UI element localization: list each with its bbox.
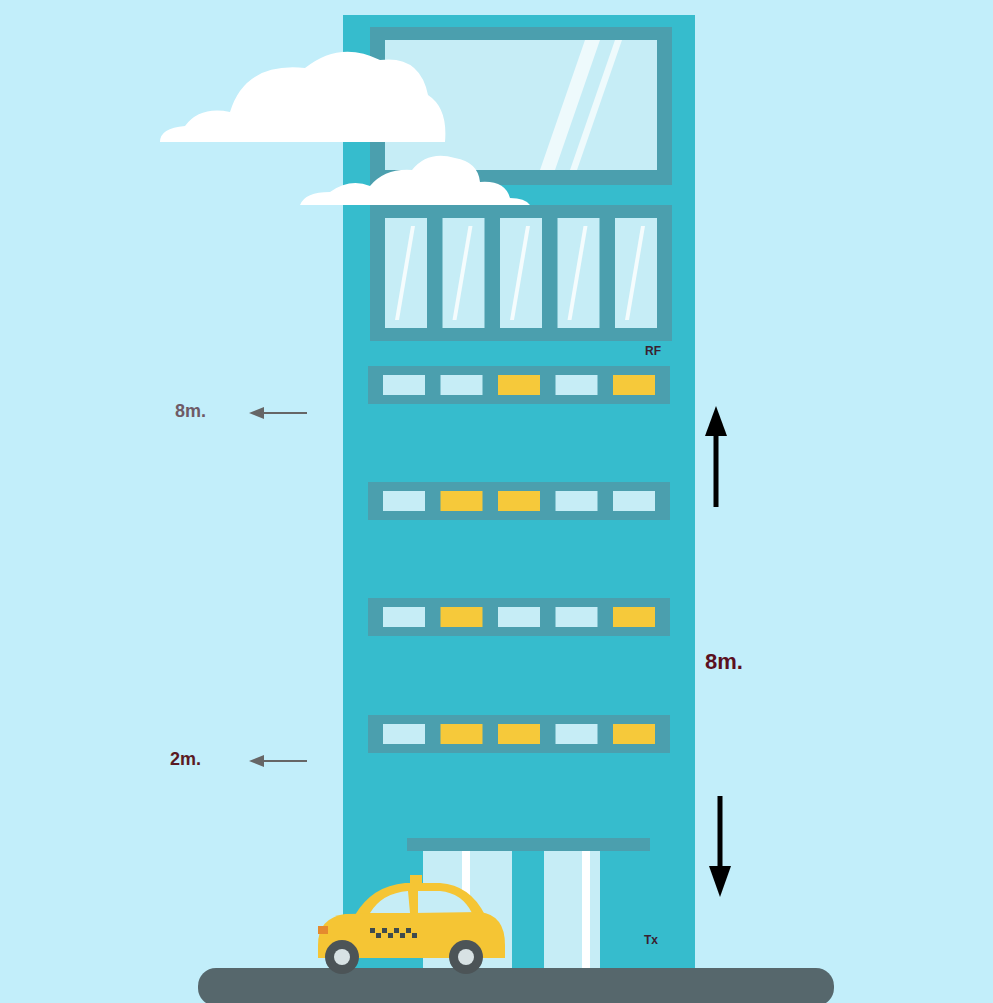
tx-label: Tx: [644, 934, 658, 946]
taxi-wheel: [449, 940, 483, 974]
taxi: [318, 875, 505, 974]
window: [383, 724, 425, 744]
building-body: [343, 15, 695, 977]
window: [613, 724, 655, 744]
checker-square: [400, 933, 405, 938]
down-arrow-shaft: [718, 796, 723, 870]
glass-shine: [510, 226, 530, 320]
glass-shine: [453, 226, 473, 320]
window: [613, 607, 655, 627]
pointer-line: [262, 760, 307, 762]
checker-square: [388, 933, 393, 938]
pointer-head: [249, 755, 264, 767]
window-strip: [368, 482, 670, 520]
window: [498, 375, 540, 395]
taxi-window: [418, 891, 472, 913]
up-arrow-shaft: [714, 432, 719, 507]
window-panel-frame: [370, 205, 672, 341]
taxi-window: [370, 891, 410, 913]
checker-square: [394, 928, 399, 933]
entrance-pillar: [600, 851, 632, 971]
window: [441, 491, 483, 511]
checker-square: [406, 928, 411, 933]
window: [498, 724, 540, 744]
window: [441, 724, 483, 744]
cloud: [160, 52, 445, 142]
window-pane: [615, 218, 657, 328]
taxi-checker: [370, 928, 417, 938]
glass-shine: [625, 226, 645, 320]
up-arrow-head: [705, 406, 727, 436]
taxi-hub: [334, 949, 350, 965]
pointer-line: [262, 412, 307, 414]
entrance-pillar: [512, 851, 544, 971]
entrance-canopy: [407, 838, 650, 851]
taxi-light: [318, 926, 328, 934]
pointer-head: [249, 407, 264, 419]
checker-square: [412, 933, 417, 938]
window: [441, 607, 483, 627]
window: [556, 491, 598, 511]
window: [556, 375, 598, 395]
window-strips: [368, 366, 670, 753]
window-strip: [368, 366, 670, 404]
window: [613, 375, 655, 395]
window: [498, 491, 540, 511]
window-panes: [385, 218, 657, 328]
taxi-hub: [458, 949, 474, 965]
dimension-label: 8m.: [705, 651, 743, 673]
glass-shine: [568, 226, 588, 320]
window: [613, 491, 655, 511]
glass-shine: [395, 226, 415, 320]
checker-square: [376, 933, 381, 938]
glass-shine: [570, 40, 622, 170]
glass-shine: [540, 40, 600, 170]
road: [198, 968, 834, 1003]
window: [383, 375, 425, 395]
window-strip: [368, 715, 670, 753]
checker-square: [382, 928, 387, 933]
dimension-label: 2m.: [170, 750, 201, 768]
rf-label: RF: [645, 345, 661, 357]
window-strip: [368, 598, 670, 636]
checker-square: [370, 928, 375, 933]
window-pane: [385, 218, 427, 328]
window: [556, 607, 598, 627]
window-pane: [500, 218, 542, 328]
window-pane: [558, 218, 600, 328]
door-shine: [582, 851, 590, 971]
window: [556, 724, 598, 744]
window: [383, 491, 425, 511]
cloud: [300, 156, 530, 205]
taxi-roof: [355, 883, 485, 915]
dimension-label: 8m.: [175, 402, 206, 420]
window: [498, 607, 540, 627]
window-pane: [443, 218, 485, 328]
window: [383, 607, 425, 627]
window: [441, 375, 483, 395]
down-arrow-head: [709, 866, 731, 897]
taxi-wheel: [325, 940, 359, 974]
pointer-arrows: [249, 407, 307, 767]
